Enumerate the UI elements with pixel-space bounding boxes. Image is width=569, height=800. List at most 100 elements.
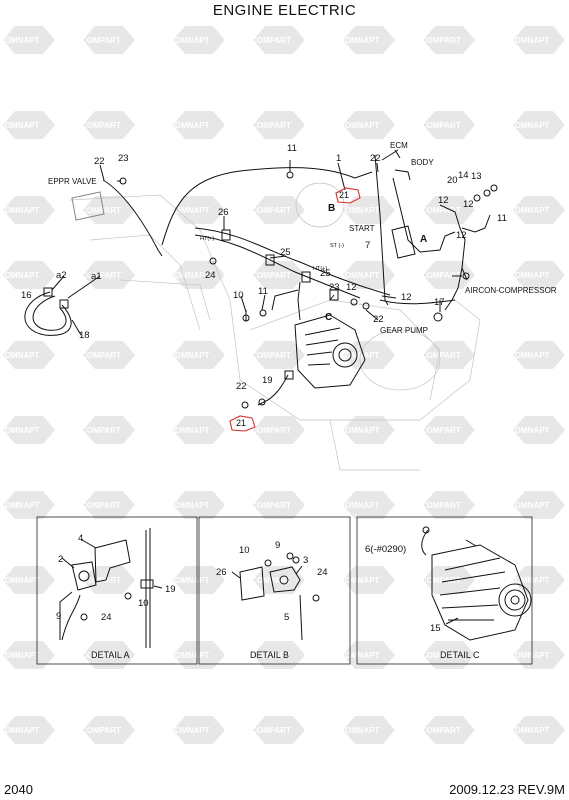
watermark-hexagon [3, 641, 55, 669]
watermark-text: COMPART [251, 426, 291, 435]
watermark-text: KOMNAPT [509, 726, 550, 735]
watermark-hexagon [253, 341, 305, 369]
watermark-hexagon [253, 416, 305, 444]
watermark-text: KOMNAPT [339, 501, 380, 510]
watermark-text: KOMNAPT [0, 501, 40, 510]
watermark-hexagon [343, 716, 395, 744]
watermark-hexagon [343, 491, 395, 519]
watermark-text: COMPART [251, 651, 291, 660]
main-assembly [24, 149, 498, 471]
watermark-text: COMPART [81, 271, 121, 280]
watermark-text: KOMNAPT [339, 271, 380, 280]
watermark-hexagon [83, 111, 135, 139]
callout-12: 12 [438, 195, 449, 206]
watermark-hexagon [173, 416, 225, 444]
highlight-21-top [335, 187, 361, 204]
watermark-text: COMPART [251, 36, 291, 45]
watermark-text: COMPART [251, 206, 291, 215]
detail-a-callout-19: 19 [165, 584, 176, 595]
detail-a-callout-24: 24 [101, 612, 112, 623]
watermark-text: COMPART [251, 351, 291, 360]
watermark-text: COMPART [421, 121, 461, 130]
watermark-hexagon [3, 341, 55, 369]
watermark-hexagon [513, 491, 565, 519]
callout-11-b: 11 [258, 286, 268, 297]
clip-25a [265, 254, 275, 266]
callout-20: 20 [447, 175, 458, 186]
detail-b-callout-10: 10 [239, 545, 250, 556]
label-ht: HT(+) [200, 236, 214, 242]
watermark-text: KOMNAPT [0, 121, 40, 130]
watermark-text: COMPART [81, 121, 121, 130]
watermark-hexagon [83, 716, 135, 744]
callout-7: 7 [365, 240, 370, 251]
watermark-text: KOMNAPT [169, 121, 210, 130]
watermark-hexagon [173, 716, 225, 744]
harness-branch-ecm [374, 154, 389, 306]
callout-21-top: 21 [339, 190, 349, 200]
watermark-text: KOMNAPT [339, 36, 380, 45]
watermark-text: KOMNAPT [339, 351, 380, 360]
alternator-main [294, 314, 366, 389]
watermark-text: COMPART [421, 651, 461, 660]
page-title: ENGINE ELECTRIC [212, 2, 357, 19]
callout-12-d: 12 [456, 230, 467, 241]
watermark-text: KOMNAPT [509, 206, 550, 215]
watermark-hexagon [3, 716, 55, 744]
watermark-text: KOMNAPT [0, 36, 40, 45]
watermark-tile: KOMNAPT COMPART [339, 26, 475, 54]
callout-22: 22 [370, 153, 381, 164]
watermark-hexagon [513, 566, 565, 594]
watermark-text: COMPART [81, 351, 121, 360]
watermark-tile: KOMNAPT COMPART [0, 111, 135, 139]
watermark-hexagon [173, 26, 225, 54]
watermark-hexagon [253, 716, 305, 744]
watermark-hexagon [253, 26, 305, 54]
watermark-layer: KOMNAPT COMPART KOMNAPT COMPART KOMNAPT COMPA… [0, 26, 565, 744]
watermark-text: COMPART [251, 121, 291, 130]
watermark-hexagon [3, 111, 55, 139]
detail-b-bracket [239, 566, 265, 601]
callout-22-d: 22 [236, 381, 247, 392]
detail-c-caption: DETAIL C [440, 650, 480, 660]
watermark-text: COMPART [421, 36, 461, 45]
aircon-connector [462, 272, 470, 280]
marker-c: C [325, 312, 332, 323]
highlight-21-bottom [229, 415, 256, 432]
detail-c-callout-15: 15 [430, 623, 441, 634]
watermark-text: COMPART [81, 206, 121, 215]
detail-c-panel: 6(-#0290) 15 DETAIL C [356, 516, 533, 665]
watermark-text: KOMNAPT [169, 271, 210, 280]
gear-pump-connector [433, 312, 443, 322]
watermark-hexagon [343, 566, 395, 594]
watermark-hexagon [173, 111, 225, 139]
callout-17: 17 [434, 297, 445, 308]
watermark-text: KOMNAPT [169, 501, 210, 510]
watermark-hexagon [253, 641, 305, 669]
eppr-valve-body [71, 191, 105, 221]
watermark-hexagon [253, 111, 305, 139]
watermark-hexagon [423, 416, 475, 444]
callout-12-b: 12 [401, 292, 412, 303]
watermark-hexagon [3, 261, 55, 289]
detail-a-callout-2: 2 [58, 554, 63, 565]
watermark-hexagon [83, 641, 135, 669]
label-ecm: ECM [390, 141, 408, 150]
detail-c-alternator [431, 544, 529, 641]
label-ht-2: HT(+) [313, 266, 327, 272]
